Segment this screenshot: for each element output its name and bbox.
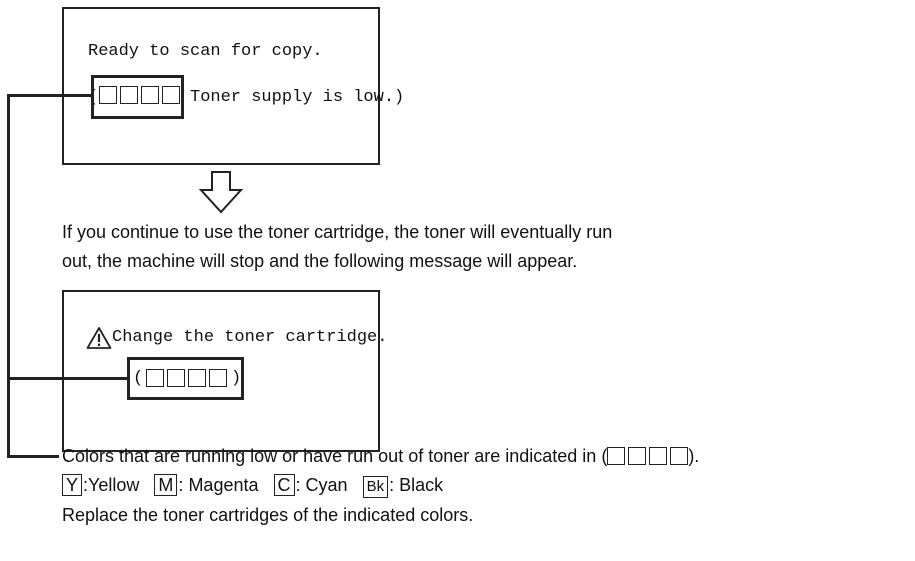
- connector-top: [7, 94, 92, 97]
- indicator-square: [209, 369, 227, 387]
- indicator-square: [141, 86, 159, 104]
- paren-open-2: (: [133, 369, 144, 388]
- key-c: C: [273, 474, 295, 496]
- indicator-square: [649, 447, 668, 465]
- legend-black-label: Black: [399, 475, 444, 495]
- notes-end: ).: [688, 446, 700, 466]
- legend-magenta-label: Magenta: [188, 475, 259, 495]
- paren-close-2: ): [231, 369, 242, 388]
- down-arrow-icon: [198, 171, 244, 214]
- indicator-square: [120, 86, 138, 104]
- explanation-line-1: If you continue to use the toner cartrid…: [62, 222, 613, 242]
- connector-vertical: [7, 94, 10, 458]
- key-m: M: [154, 474, 178, 496]
- indicator-square: [628, 447, 647, 465]
- notes-text: Colors that are running low or have run …: [62, 446, 608, 466]
- color-indicator-box-2: [127, 357, 244, 400]
- legend-black: Bk: Black: [362, 475, 444, 498]
- notes-line-1: Colors that are running low or have run …: [62, 442, 699, 471]
- toner-low-message: Toner supply is low.): [190, 88, 405, 107]
- indicator-square: [162, 86, 180, 104]
- legend-cyan: C: Cyan: [273, 474, 348, 496]
- indicator-square: [146, 369, 164, 387]
- notes-line-3: Replace the toner cartridges of the indi…: [62, 505, 474, 525]
- indicator-square: [167, 369, 185, 387]
- color-indicator-squares-2: [146, 369, 227, 389]
- explanation-line-2: out, the machine will stop and the follo…: [62, 251, 578, 271]
- change-toner-message: Change the toner cartridge.: [112, 328, 388, 347]
- key-y: Y: [62, 474, 83, 496]
- warning-triangle-icon: [86, 327, 112, 349]
- display-panel-change-toner: [62, 290, 380, 452]
- color-indicator-squares-1: [99, 86, 180, 106]
- color-legend: Y:Yellow M: Magenta C: Cyan Bk: Black: [62, 471, 453, 500]
- legend-yellow-label: Yellow: [88, 475, 140, 495]
- indicator-square: [670, 447, 689, 465]
- legend-yellow: Y:Yellow: [62, 474, 140, 496]
- legend-magenta: M: Magenta: [154, 474, 259, 496]
- indicator-square: [99, 86, 117, 104]
- indicator-square: [188, 369, 206, 387]
- connector-bottom: [7, 455, 59, 458]
- ready-message: Ready to scan for copy.: [88, 42, 323, 61]
- legend-cyan-label: Cyan: [305, 475, 348, 495]
- explanation-text: If you continue to use the toner cartrid…: [62, 218, 612, 276]
- color-indicator-box-1: [91, 75, 184, 119]
- key-bk: Bk: [362, 476, 389, 498]
- connector-middle: [7, 377, 128, 380]
- indicator-square: [607, 447, 626, 465]
